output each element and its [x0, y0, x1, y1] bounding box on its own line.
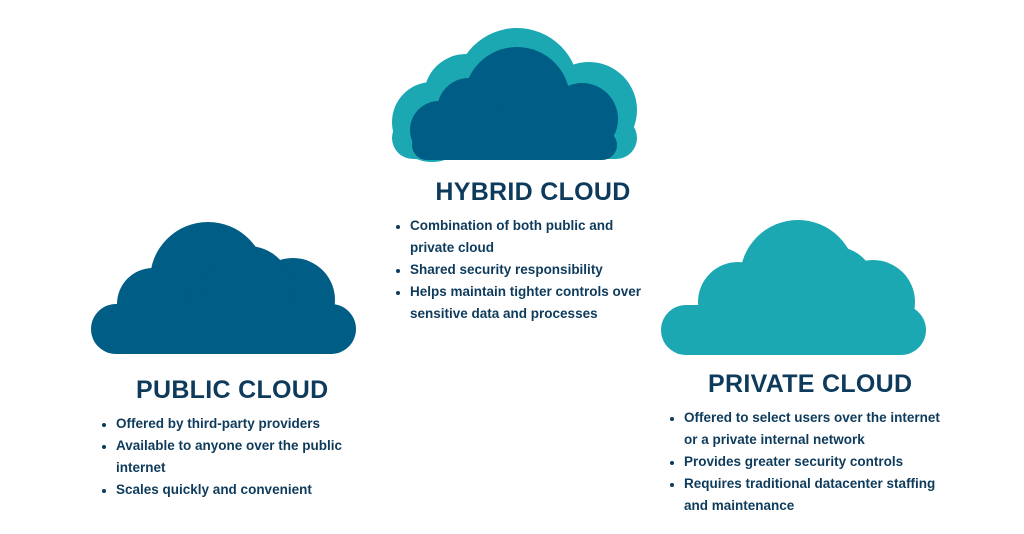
list-item: Provides greater security controls: [684, 451, 956, 473]
list-item: Offered to select users over the interne…: [684, 407, 956, 451]
hybrid-cloud-list: Combination of both public and private c…: [392, 215, 652, 325]
hybrid-cloud-title: HYBRID CLOUD: [435, 178, 631, 206]
public-cloud-list: Offered by third-party providers Availab…: [98, 413, 358, 501]
list-item: Available to anyone over the public inte…: [116, 435, 358, 479]
private-cloud-panel: PRIVATE CLOUD Offered to select users ov…: [666, 370, 956, 517]
list-item: Helps maintain tighter controls over sen…: [410, 281, 652, 325]
public-cloud-icon: [91, 222, 356, 354]
list-item: Requires traditional datacenter staffing…: [684, 473, 956, 517]
private-cloud-title: PRIVATE CLOUD: [708, 370, 913, 398]
hybrid-cloud-panel: HYBRID CLOUD Combination of both public …: [392, 178, 652, 325]
hybrid-cloud-icon: [392, 28, 637, 162]
list-item: Shared security responsibility: [410, 259, 652, 281]
public-cloud-panel: PUBLIC CLOUD Offered by third-party prov…: [98, 376, 358, 501]
list-item: Combination of both public and private c…: [410, 215, 652, 259]
public-cloud-title: PUBLIC CLOUD: [136, 376, 329, 404]
list-item: Scales quickly and convenient: [116, 479, 358, 501]
private-cloud-icon: [661, 220, 926, 355]
list-item: Offered by third-party providers: [116, 413, 358, 435]
private-cloud-list: Offered to select users over the interne…: [666, 407, 956, 517]
